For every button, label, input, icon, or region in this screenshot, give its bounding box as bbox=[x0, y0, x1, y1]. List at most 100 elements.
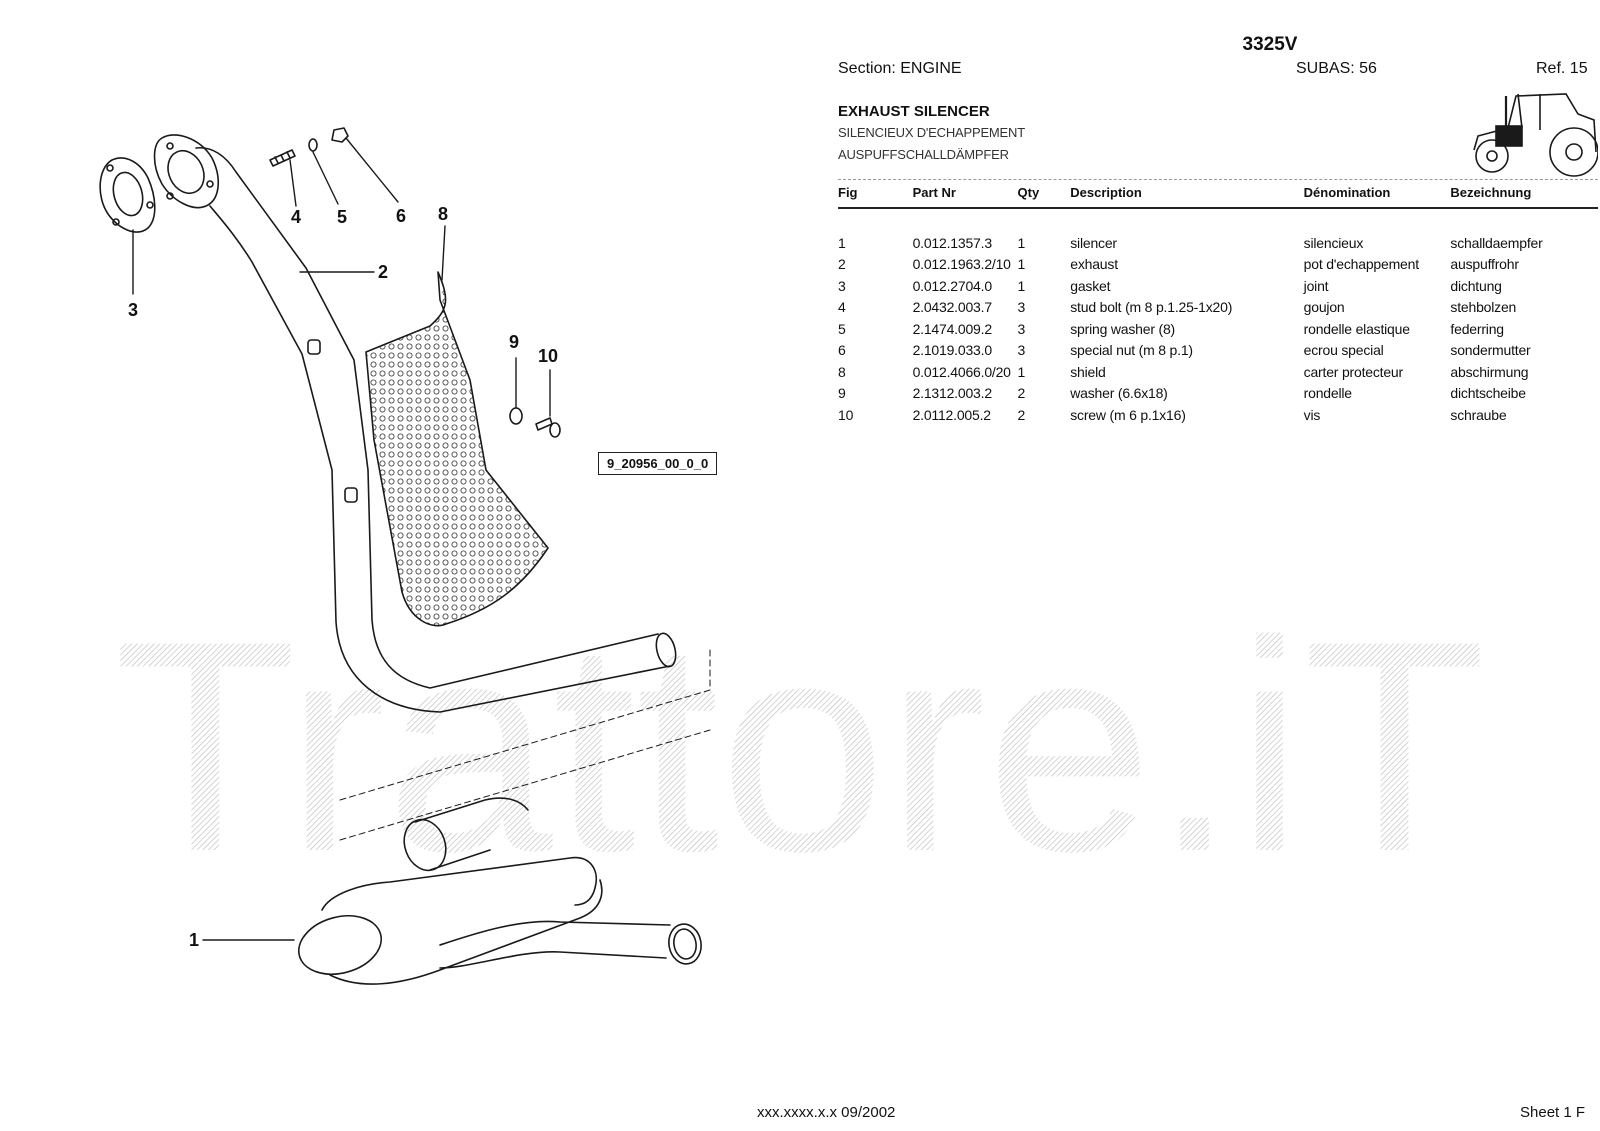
cell-part: 2.0112.005.2 bbox=[912, 406, 992, 423]
callout-8: 8 bbox=[438, 204, 449, 224]
model-number: 3325V bbox=[1242, 34, 1298, 55]
cell-desc: shield bbox=[1070, 363, 1106, 380]
cell-desc: screw (m 6 p.1x16) bbox=[1070, 406, 1186, 423]
cell-den: silencieux bbox=[1303, 234, 1364, 251]
cell-desc: washer (6.6x18) bbox=[1070, 385, 1168, 402]
callout-4: 4 bbox=[291, 207, 302, 227]
cell-fig: 6 bbox=[838, 342, 846, 359]
screw-part bbox=[535, 417, 561, 438]
cell-part: 2.0432.003.7 bbox=[912, 299, 993, 316]
table-row: 1 0.012.1357.3 1 silencer silencieux schallda… bbox=[838, 232, 1600, 254]
cell-den: pot d'echappement bbox=[1303, 256, 1419, 273]
subas-label: SUBAS: 56 bbox=[1296, 60, 1377, 77]
cell-den: vis bbox=[1303, 406, 1321, 423]
spring-washer-part bbox=[308, 138, 318, 152]
table-row: 4 2.0432.003.7 3 stud bolt (m 8 p.1.25-1x20… bbox=[838, 297, 1600, 319]
cell-bez: dichtscheibe bbox=[1450, 385, 1526, 402]
cell-qty: 1 bbox=[1017, 256, 1026, 273]
cell-qty: 2 bbox=[1017, 406, 1026, 423]
cell-desc: exhaust bbox=[1070, 256, 1118, 273]
col-qty: Qty bbox=[1017, 184, 1040, 200]
drawing-number: 9_20956_00_0_0 bbox=[598, 452, 718, 475]
cell-den: rondelle elastique bbox=[1303, 320, 1410, 337]
special-nut-part bbox=[331, 127, 349, 143]
cell-bez: dichtung bbox=[1450, 277, 1502, 294]
callout-2: 2 bbox=[378, 262, 389, 282]
callout-9: 9 bbox=[509, 332, 520, 352]
cell-den: joint bbox=[1303, 277, 1329, 294]
cell-bez: auspuffrohr bbox=[1450, 256, 1519, 273]
table-row: 6 2.1019.033.0 3 special nut (m 8 p.1) ecrou… bbox=[838, 340, 1600, 362]
exhaust-pipe-part bbox=[153, 134, 677, 713]
cell-fig: 1 bbox=[838, 234, 846, 251]
table-body: 1 0.012.1357.3 1 silencer silencieux schallda… bbox=[838, 208, 1600, 426]
col-den: Dénomination bbox=[1303, 184, 1391, 200]
cell-part: 0.012.2704.0 bbox=[912, 277, 993, 294]
title-english: EXHAUST SILENCER bbox=[838, 103, 990, 120]
cell-fig: 5 bbox=[838, 320, 846, 337]
cell-fig: 8 bbox=[838, 363, 846, 380]
callout-1: 1 bbox=[189, 930, 200, 950]
cell-fig: 2 bbox=[838, 256, 846, 273]
cell-part: 2.1019.033.0 bbox=[912, 342, 993, 359]
title-german: AUSPUFFSCHALLDÄMPFER bbox=[838, 147, 1009, 162]
cell-fig: 9 bbox=[838, 385, 846, 402]
parts-diagram bbox=[99, 127, 711, 985]
parts-table: Fig Part Nr Qty Description Dénomination… bbox=[838, 182, 1600, 426]
table-row: 5 2.1474.009.2 3 spring washer (8) rondelle … bbox=[838, 318, 1600, 340]
washer-part bbox=[509, 407, 523, 425]
cell-part: 0.012.1963.2/10 bbox=[912, 256, 1011, 273]
col-desc: Description bbox=[1070, 184, 1142, 200]
callout-5: 5 bbox=[337, 207, 348, 227]
cell-fig: 10 bbox=[838, 406, 854, 423]
table-header-row: Fig Part Nr Qty Description Dénomination… bbox=[838, 182, 1600, 208]
cell-desc: stud bolt (m 8 p.1.25-1x20) bbox=[1070, 299, 1233, 316]
footer-sheet: Sheet 1 F bbox=[1520, 1104, 1586, 1121]
cell-part: 0.012.1357.3 bbox=[912, 234, 993, 251]
cell-qty: 1 bbox=[1017, 234, 1026, 251]
col-part: Part Nr bbox=[912, 184, 956, 200]
cell-den: ecrou special bbox=[1303, 342, 1384, 359]
gasket-part bbox=[99, 157, 156, 233]
cell-bez: federring bbox=[1450, 320, 1504, 337]
cell-bez: abschirmung bbox=[1450, 363, 1529, 380]
cell-qty: 1 bbox=[1017, 277, 1026, 294]
cell-qty: 3 bbox=[1017, 342, 1026, 359]
table-row: 2 0.012.1963.2/10 1 exhaust pot d'echappemen… bbox=[838, 254, 1600, 276]
shield-part bbox=[365, 271, 549, 627]
cell-qty: 3 bbox=[1017, 299, 1026, 316]
cell-part: 0.012.4066.0/20 bbox=[912, 363, 1011, 380]
silencer-part bbox=[297, 797, 702, 985]
table-row: 8 0.012.4066.0/20 1 shield carter protecteur… bbox=[838, 361, 1600, 383]
cell-bez: stehbolzen bbox=[1450, 299, 1517, 316]
cell-desc: special nut (m 8 p.1) bbox=[1070, 342, 1193, 359]
cell-den: rondelle bbox=[1303, 385, 1352, 402]
cell-qty: 3 bbox=[1017, 320, 1026, 337]
cell-fig: 3 bbox=[838, 277, 846, 294]
cell-bez: schraube bbox=[1450, 406, 1507, 423]
cell-den: carter protecteur bbox=[1303, 363, 1404, 380]
col-bez: Bezeichnung bbox=[1450, 184, 1532, 200]
leader-lines bbox=[132, 137, 551, 941]
tractor-icon bbox=[1473, 93, 1598, 177]
ref-label: Ref. 15 bbox=[1536, 60, 1588, 77]
callout-6: 6 bbox=[396, 206, 407, 226]
cell-qty: 1 bbox=[1017, 363, 1026, 380]
cell-fig: 4 bbox=[838, 299, 846, 316]
footer-code: xxx.xxxx.x.x 09/2002 bbox=[757, 1104, 896, 1121]
table-row: 10 2.0112.005.2 2 screw (m 6 p.1x16) vis schr… bbox=[838, 404, 1600, 426]
col-fig: Fig bbox=[838, 184, 858, 200]
section-label: Section: ENGINE bbox=[838, 60, 962, 77]
cell-part: 2.1474.009.2 bbox=[912, 320, 993, 337]
cell-desc: silencer bbox=[1070, 234, 1117, 251]
callout-3: 3 bbox=[128, 300, 139, 320]
title-french: SILENCIEUX D'ECHAPPEMENT bbox=[838, 125, 1025, 140]
cell-desc: spring washer (8) bbox=[1070, 320, 1176, 337]
cell-bez: schalldaempfer bbox=[1450, 234, 1543, 251]
header-top-rule bbox=[838, 179, 1598, 180]
header-rule bbox=[838, 207, 1598, 209]
cell-qty: 2 bbox=[1017, 385, 1026, 402]
cell-bez: sondermutter bbox=[1450, 342, 1531, 359]
